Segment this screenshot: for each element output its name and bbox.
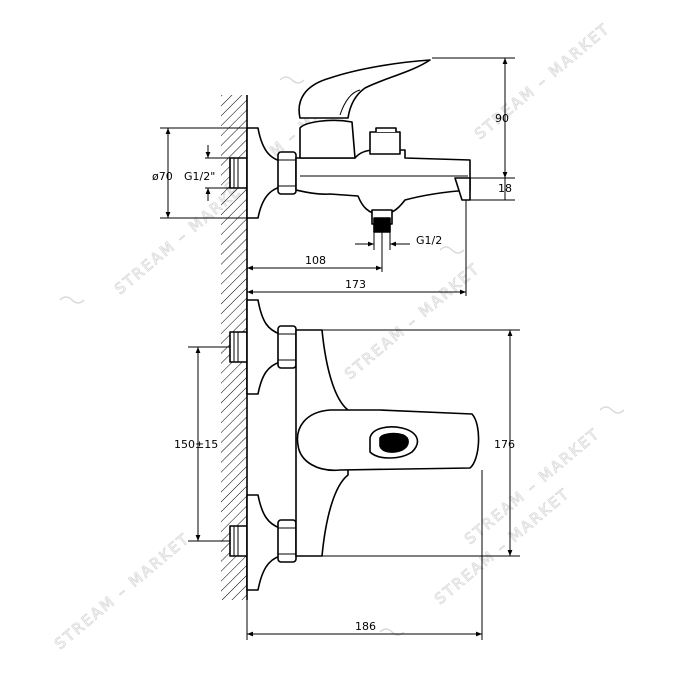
cartridge-housing — [299, 119, 356, 159]
watermark-wave — [439, 246, 465, 254]
flange-lower — [246, 494, 281, 591]
side-view — [229, 59, 471, 233]
dim-108: 108 — [305, 254, 326, 267]
union-nut — [277, 151, 297, 195]
mixer-body — [295, 149, 471, 215]
watermark-2: STREAM – MARKET — [471, 19, 614, 143]
outlet-thread — [373, 217, 391, 233]
union-nut-lower — [277, 519, 297, 563]
watermark-5: STREAM – MARKET — [51, 529, 194, 653]
flange-upper — [246, 299, 281, 395]
dimension-lines — [160, 57, 520, 640]
watermark-wave — [59, 296, 85, 304]
dim-186: 186 — [355, 620, 376, 633]
dim-outlet-thread: G1/2 — [416, 234, 442, 247]
watermark-wave — [599, 406, 625, 414]
front-view — [229, 299, 480, 591]
dim-inlet-thread: G1/2" — [184, 170, 215, 183]
union-nut-upper — [277, 325, 297, 369]
dim-173: 173 — [345, 278, 366, 291]
watermark-wave — [279, 76, 305, 84]
dim-176: 176 — [494, 438, 515, 451]
lever-side — [298, 59, 431, 119]
dim-150: 150±15 — [174, 438, 218, 451]
diverter-knob — [369, 131, 401, 155]
dimension-labels: 90 18 ø70 G1/2" G1/2 108 173 150±15 176 … — [152, 112, 515, 633]
dim-18: 18 — [498, 182, 512, 195]
dim-90: 90 — [495, 112, 509, 125]
dim-diameter-70: ø70 — [152, 170, 173, 183]
